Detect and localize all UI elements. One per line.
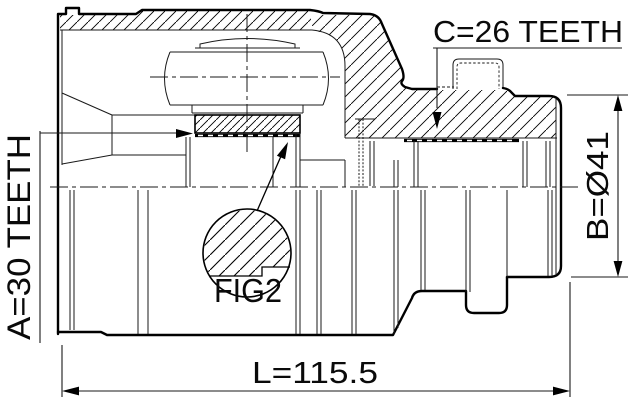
dim-c-teeth: C=26 TEETH [432, 14, 623, 129]
dim-l-arrow-right [553, 386, 570, 396]
dim-b-diameter: B=Ø41 [567, 94, 628, 278]
fig2-circle [202, 208, 292, 298]
label-c-arrow [432, 112, 442, 129]
label-l-length: L=115.5 [252, 355, 378, 390]
dim-l-length: L=115.5 [61, 282, 571, 397]
dim-b-extension-lines [567, 94, 628, 278]
housing-wall-hatch-top [60, 11, 311, 30]
dim-l-extension-lines [61, 282, 571, 397]
fig2-label: FIG2 [214, 272, 282, 309]
label-c-teeth: C=26 TEETH [433, 14, 623, 49]
housing-wall-hatch-right [312, 15, 556, 138]
boot-clamp-cap [452, 58, 504, 89]
fig2-leader-line [256, 146, 286, 212]
fig2-detail-callout: FIG2 [202, 142, 292, 309]
shaft-section [351, 58, 563, 334]
label-b-diameter: B=Ø41 [580, 131, 615, 241]
fig2-hatch [204, 210, 290, 276]
dim-a-teeth: A=30 TEETH [1, 129, 193, 343]
centerlines [50, 14, 578, 188]
fig2-groove-profile [209, 266, 290, 277]
housing-section [56, 6, 557, 337]
fig2-leader-arrow [276, 142, 288, 160]
shaft-outline [501, 86, 563, 279]
label-a-arrow [176, 129, 193, 138]
label-a-teeth: A=30 TEETH [1, 134, 37, 340]
dim-l-arrow-left [62, 386, 79, 396]
housing-outline-bottom [56, 275, 509, 337]
dim-b-arrow-bottom [613, 261, 623, 277]
housing-outline-top [56, 6, 439, 336]
dim-b-arrow-top [613, 95, 623, 111]
roller-assembly [164, 38, 346, 187]
